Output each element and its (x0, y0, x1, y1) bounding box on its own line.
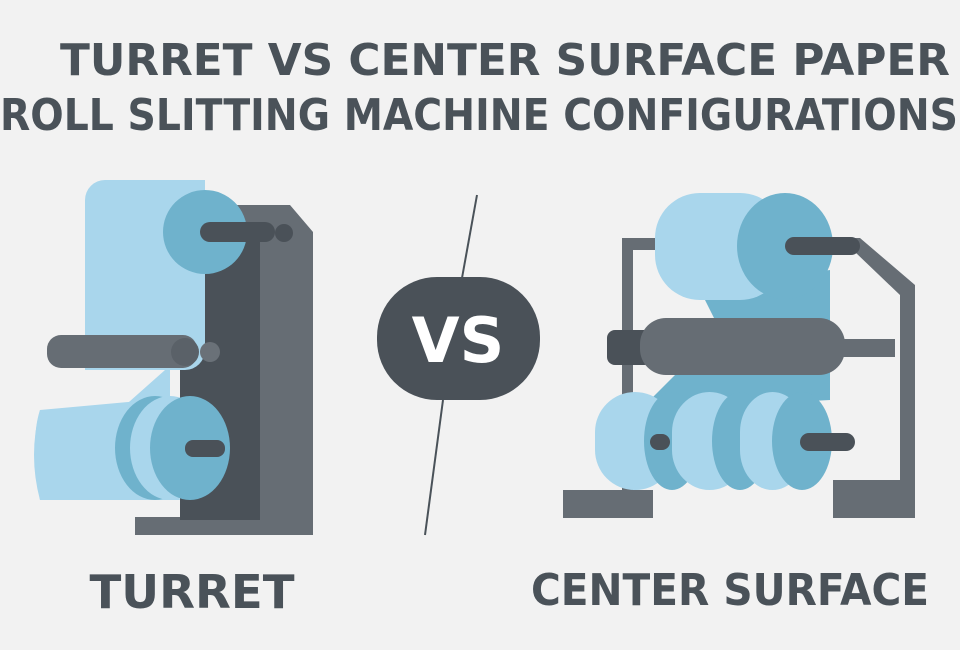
title-line-1: TURRET VS CENTER SURFACE PAPER (60, 35, 950, 86)
title-line-2: ROLL SLITTING MACHINE CONFIGURATIONS (0, 90, 958, 141)
vs-badge (377, 277, 540, 400)
middle-roller (640, 318, 845, 375)
center-surface-machine (563, 193, 915, 518)
center-surface-label: CENTER SURFACE (531, 565, 929, 616)
divider-line (461, 194, 478, 279)
divider-line (424, 399, 444, 536)
middle-shaft (47, 335, 197, 368)
turret-machine (34, 180, 313, 535)
turret-label: TURRET (90, 565, 296, 619)
vs-badge-label: VS (412, 304, 505, 377)
